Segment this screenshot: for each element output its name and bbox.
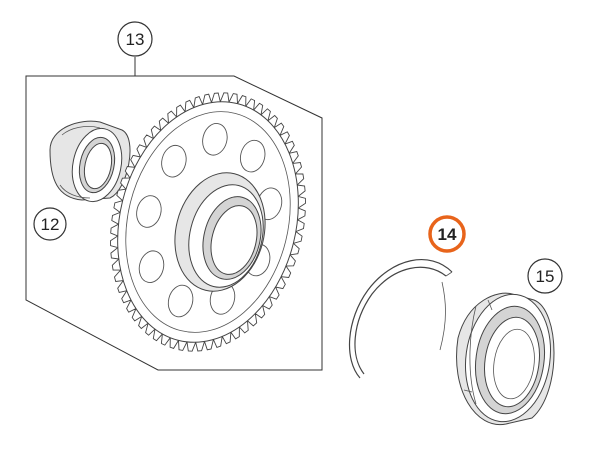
part-13-gear: [110, 92, 306, 352]
gear-hole: [138, 250, 165, 283]
gear-hole: [136, 195, 162, 228]
gear-hole: [161, 144, 187, 178]
callout-14-highlight-ring: [428, 215, 466, 253]
part-12-bearing: [49, 120, 131, 203]
gear-hole: [239, 139, 266, 173]
gear-hole: [202, 123, 228, 156]
part-15-bearing: [456, 292, 555, 426]
callout-12[interactable]: 12: [33, 207, 67, 241]
callout-14[interactable]: 14: [428, 215, 466, 253]
callout-15[interactable]: 15: [527, 258, 563, 294]
callout-13[interactable]: 13: [117, 21, 153, 57]
callout-12-label: 12: [41, 215, 60, 234]
callout-14-label: 14: [438, 225, 457, 244]
callout-15-label: 15: [536, 267, 555, 286]
gear-hole: [167, 284, 194, 318]
part-14-snap-ring: [348, 259, 453, 379]
callout-13-label: 13: [126, 30, 145, 49]
assembly-frame: [25, 75, 323, 371]
